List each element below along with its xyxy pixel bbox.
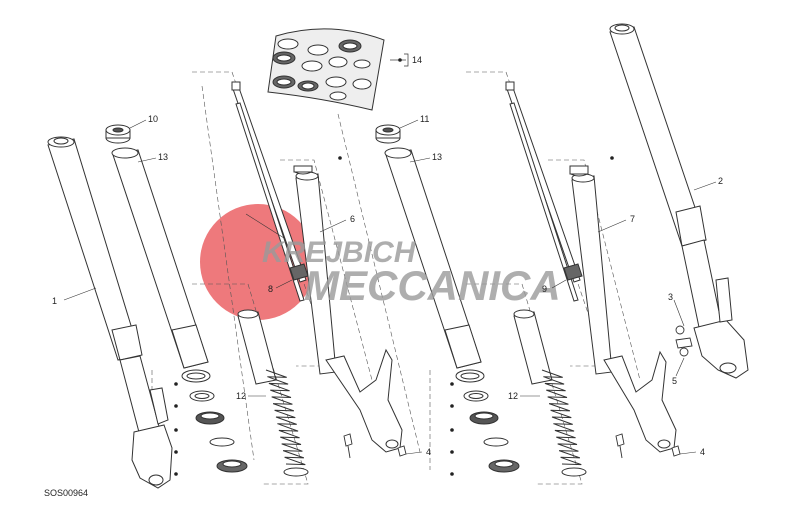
inner-tube-right (384, 147, 482, 369)
callout-5: 5 (672, 376, 677, 386)
spring-seat-left (283, 467, 309, 477)
outer-tube-right (609, 23, 749, 379)
callout-7: 7 (630, 214, 635, 224)
callout-1: 1 (52, 296, 57, 306)
watermark-line2: MECCANICA (304, 262, 561, 309)
callout-3: 3 (668, 292, 673, 302)
spacer-right (513, 309, 553, 385)
top-cap-right (375, 124, 401, 144)
callout-13-right: 13 (432, 152, 442, 162)
inner-tube-left (111, 147, 209, 369)
leader-lines (63, 119, 717, 455)
top-cap-left (105, 124, 131, 144)
callout-labels: 1 2 3 4 4 5 6 7 8 9 10 11 12 12 13 13 14 (52, 55, 723, 457)
spring-left (265, 369, 306, 466)
bullet-dots-right (450, 156, 614, 476)
cartridge-left (293, 165, 403, 453)
callout-12-left: 12 (236, 391, 246, 401)
seal-stack-left (181, 369, 248, 473)
bullet-dots-left (174, 156, 342, 476)
watermark-wordmark: KREJBICH MECCANICA (262, 236, 561, 309)
callout-11: 11 (420, 114, 429, 124)
outer-tube-left (47, 136, 173, 489)
callout-6: 6 (350, 214, 355, 224)
watermark-line1: KREJBICH (262, 236, 417, 269)
damper-rod-right (505, 81, 583, 302)
callout-8: 8 (268, 284, 273, 294)
bolts-left (343, 433, 407, 459)
spacer-left (237, 309, 277, 385)
callout-14: 14 (412, 55, 422, 65)
spring-right (541, 369, 582, 466)
callout-10: 10 (148, 114, 158, 124)
callout-2: 2 (718, 176, 723, 186)
callout-12-right: 12 (508, 391, 518, 401)
callout-4-left: 4 (426, 447, 431, 457)
callout-4-right: 4 (700, 447, 705, 457)
callout-9: 9 (542, 284, 547, 294)
damper-rod-left (231, 81, 309, 302)
spring-seat-right (561, 467, 587, 477)
callout-13-left: 13 (158, 152, 168, 162)
bleed-screw-parts (675, 325, 693, 357)
seal-kit-bag (267, 28, 409, 111)
bullet-dot-14 (398, 58, 402, 62)
cartridge-right (569, 165, 677, 453)
drawing-code: SOS00964 (44, 488, 88, 498)
seal-stack-right (455, 369, 520, 473)
